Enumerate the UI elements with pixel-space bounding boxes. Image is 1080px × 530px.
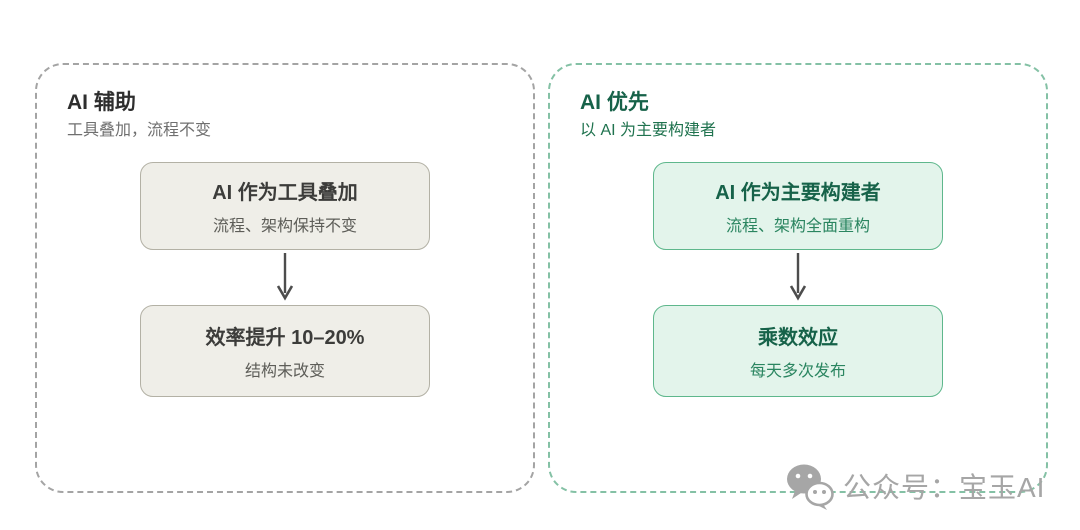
panel-subtitle: 以 AI 为主要构建者 [580, 122, 717, 139]
panel-title: AI 优先 [580, 91, 649, 114]
watermark: 公众号：宝玉AI [785, 461, 1045, 511]
node-title: AI 作为主要构建者 [715, 182, 881, 204]
node-title: AI 作为工具叠加 [212, 182, 358, 204]
panel-title: AI 辅助 [67, 91, 136, 114]
down-arrow-icon [276, 253, 294, 301]
wechat-icon [787, 464, 834, 510]
node-subtitle: 结构未改变 [244, 363, 325, 380]
node-subtitle: 流程、架构保持不变 [212, 218, 357, 235]
node-efficiency-gain: 效率提升 10–20% 结构未改变 [140, 305, 430, 397]
panel-ai-first: AI 优先 以 AI 为主要构建者 AI 作为主要构建者 流程、架构全面重构 乘… [548, 63, 1048, 493]
panel-subtitle: 工具叠加，流程不变 [67, 122, 212, 139]
node-multiplier-effect: 乘数效应 每天多次发布 [653, 305, 943, 397]
down-arrow-icon [789, 253, 807, 301]
node-subtitle: 流程、架构全面重构 [725, 218, 870, 235]
watermark-text: 公众号：宝玉AI [843, 472, 1046, 503]
node-ai-as-builder: AI 作为主要构建者 流程、架构全面重构 [653, 162, 943, 250]
node-ai-as-tool: AI 作为工具叠加 流程、架构保持不变 [140, 162, 430, 250]
node-title: 乘数效应 [758, 327, 838, 349]
node-subtitle: 每天多次发布 [749, 363, 846, 380]
node-title: 效率提升 10–20% [205, 327, 365, 349]
panel-ai-assisted: AI 辅助 工具叠加，流程不变 AI 作为工具叠加 流程、架构保持不变 效率提升… [35, 63, 535, 493]
